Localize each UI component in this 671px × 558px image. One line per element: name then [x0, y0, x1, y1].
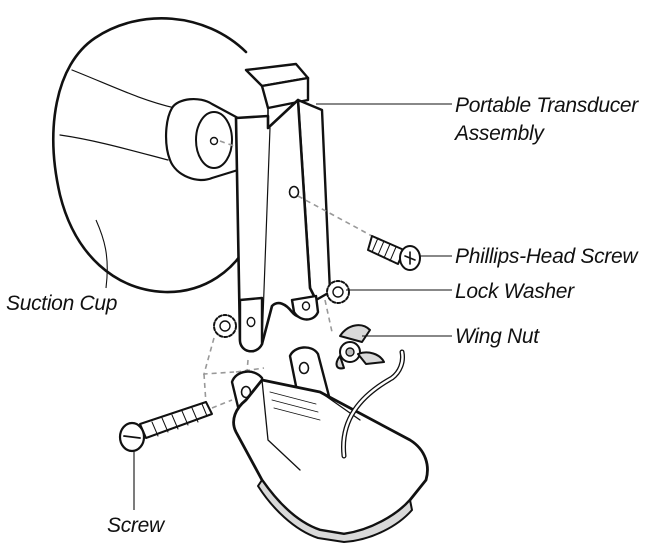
label-phillips-head-screw: Phillips-Head Screw	[455, 245, 639, 268]
transducer-body	[230, 346, 429, 543]
label-screw: Screw	[107, 514, 166, 537]
transducer-bracket	[234, 62, 373, 353]
suction-cup	[52, 17, 252, 294]
label-wing-nut: Wing Nut	[455, 325, 540, 348]
wing-nut	[335, 324, 385, 370]
leader-lines	[95, 103, 452, 510]
label-suction-cup: Suction Cup	[6, 292, 117, 315]
lock-washer-right	[326, 280, 350, 304]
phillips-head-screw	[367, 235, 421, 271]
lock-washer-left	[213, 314, 237, 338]
label-assembly: Assembly	[453, 122, 545, 145]
label-lock-washer: Lock Washer	[455, 280, 575, 303]
mounting-screw	[118, 399, 233, 453]
label-portable-transducer: Portable Transducer	[455, 94, 639, 117]
